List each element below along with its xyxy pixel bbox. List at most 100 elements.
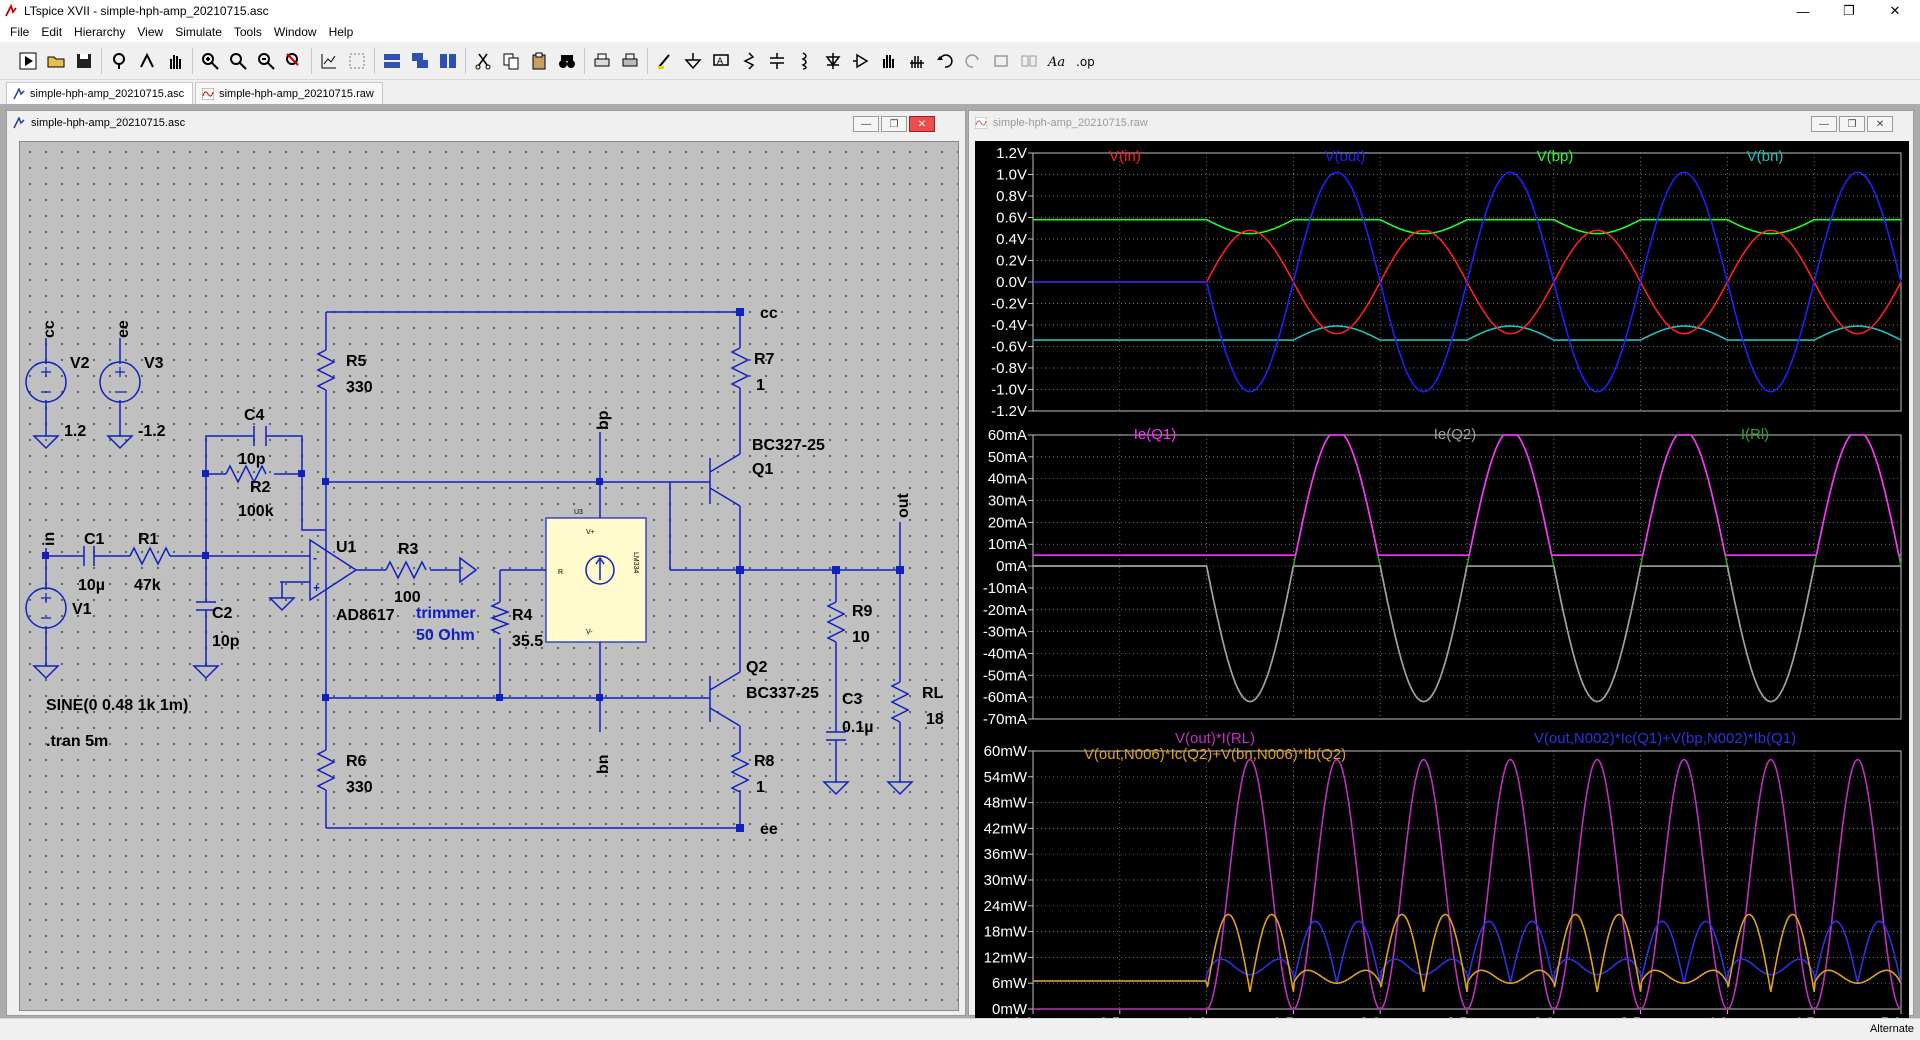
move-hand-icon[interactable] — [875, 47, 903, 75]
trace-label[interactable]: V(out,N006)*Ic(Q2)+V(bn,N006)*Ib(Q2) — [1084, 746, 1346, 763]
minimize-button[interactable]: — — [1796, 3, 1810, 19]
menu-edit[interactable]: Edit — [41, 25, 63, 39]
y-tick-label: 0.8V — [996, 188, 1027, 205]
zoom-cancel-icon[interactable] — [280, 47, 308, 75]
resistor-icon[interactable] — [735, 47, 763, 75]
schematic-window: simple-hph-amp_20210715.asc — ❐ ✕ — [6, 110, 966, 1016]
schematic-restore-button[interactable]: ❐ — [881, 116, 907, 132]
trace-ieq2 — [1033, 565, 1901, 703]
control-panel-icon[interactable] — [105, 47, 133, 75]
y-tick-label: -0.4V — [991, 317, 1027, 334]
label-r9: R9 — [852, 603, 873, 620]
menu-tools[interactable]: Tools — [233, 25, 262, 39]
schematic-close-button[interactable]: ✕ — [909, 116, 935, 132]
trace-label[interactable]: V(bp) — [1537, 148, 1574, 165]
text-icon[interactable]: Aa — [1043, 47, 1071, 75]
run-icon[interactable] — [14, 47, 42, 75]
toolbar-separator — [311, 47, 312, 74]
lm334-block[interactable] — [545, 517, 647, 643]
redo-icon[interactable] — [959, 47, 987, 75]
trace-label[interactable]: V(bn) — [1747, 148, 1784, 165]
tab-schematic[interactable]: simple-hph-amp_20210715.asc — [6, 82, 194, 104]
maximize-button[interactable]: ❐ — [1843, 3, 1855, 18]
tile-vertical-icon[interactable] — [434, 47, 462, 75]
menu-file[interactable]: File — [10, 25, 30, 39]
close-button[interactable]: ✕ — [1889, 3, 1901, 18]
open-folder-icon[interactable] — [42, 47, 70, 75]
waveform-icon — [202, 87, 215, 100]
toolbar-separator — [584, 47, 585, 74]
trace-label[interactable]: V(out) — [1325, 148, 1366, 165]
label-sine: SINE(0 0.48 1k 1m) — [46, 697, 188, 714]
draw-wire-icon[interactable] — [651, 47, 679, 75]
waveform-minimize-button[interactable]: — — [1811, 116, 1837, 132]
zoom-in-icon[interactable] — [196, 47, 224, 75]
ground-icon[interactable] — [679, 47, 707, 75]
label-q1: Q1 — [752, 461, 773, 478]
label-vminus: V- — [586, 629, 593, 636]
schematic-drawing: - + — [25, 305, 944, 838]
wires — [45, 311, 901, 829]
y-tick-label: 18mW — [984, 924, 1028, 941]
source-signs — [41, 367, 125, 619]
label-c1: C1 — [84, 531, 105, 548]
undo-icon[interactable] — [931, 47, 959, 75]
menu-view[interactable]: View — [137, 25, 164, 39]
pan-hand-icon[interactable] — [161, 47, 189, 75]
mark-unref-icon[interactable] — [343, 47, 371, 75]
autorange-icon[interactable] — [315, 47, 343, 75]
menu-help[interactable]: Help — [328, 25, 354, 39]
label-r3-value: 100 — [394, 589, 421, 606]
cascade-icon[interactable] — [406, 47, 434, 75]
label-q1-model: BC327-25 — [752, 437, 825, 454]
schematic-canvas[interactable]: - + — [19, 141, 959, 1011]
label-trimmer-ohm: 50 Ohm — [416, 627, 475, 644]
paste-icon[interactable] — [525, 47, 553, 75]
menu-window[interactable]: Window — [273, 25, 317, 39]
zoom-fit-icon[interactable] — [224, 47, 252, 75]
label-r7: R7 — [754, 351, 775, 368]
rotate-icon[interactable] — [987, 47, 1015, 75]
save-icon[interactable] — [70, 47, 98, 75]
component-icon[interactable] — [847, 47, 875, 75]
drag-hand-icon[interactable] — [903, 47, 931, 75]
mirror-icon[interactable] — [1015, 47, 1043, 75]
find-binoculars-icon[interactable] — [553, 47, 581, 75]
menu-simulate[interactable]: Simulate — [175, 25, 222, 39]
y-tick-label: -30mA — [983, 624, 1027, 641]
trace-label[interactable]: Ie(Q2) — [1434, 426, 1477, 443]
waveform-close-button[interactable]: ✕ — [1867, 116, 1893, 132]
menu-hierarchy[interactable]: Hierarchy — [74, 25, 126, 39]
trace-vout — [1033, 171, 1902, 393]
cut-icon[interactable] — [469, 47, 497, 75]
tab-waveform[interactable]: simple-hph-amp_20210715.raw — [195, 82, 383, 104]
tile-horizontal-icon[interactable] — [378, 47, 406, 75]
plot-pane-frame[interactable] — [1032, 434, 1902, 720]
print-icon[interactable] — [588, 47, 616, 75]
spice-directive-icon[interactable]: .op — [1071, 47, 1099, 75]
label-r3: R3 — [398, 541, 419, 558]
label-u1: U1 — [336, 539, 357, 556]
trace-label[interactable]: Ie(Q1) — [1134, 426, 1177, 443]
halt-icon[interactable] — [133, 47, 161, 75]
trace-label[interactable]: V(out)*I(RL) — [1175, 730, 1255, 747]
copy-icon[interactable] — [497, 47, 525, 75]
print-preview-icon[interactable] — [616, 47, 644, 75]
schematic-minimize-button[interactable]: — — [853, 116, 879, 132]
label-r5: R5 — [346, 353, 367, 370]
label-rpin: R — [558, 569, 563, 576]
trace-power-rl — [1033, 758, 1902, 1010]
waveform-restore-button[interactable]: ❐ — [1839, 116, 1865, 132]
zoom-out-icon[interactable] — [252, 47, 280, 75]
label-in: in — [41, 532, 58, 546]
capacitor-icon[interactable] — [763, 47, 791, 75]
trace-label[interactable]: V(in) — [1109, 148, 1141, 165]
inductor-icon[interactable] — [791, 47, 819, 75]
trace-label[interactable]: V(out,N002)*Ic(Q1)+V(bp,N002)*Ib(Q1) — [1534, 730, 1796, 747]
svg-text:-: - — [313, 551, 317, 565]
trace-label[interactable]: I(Rl) — [1741, 426, 1769, 443]
net-label-icon[interactable]: A — [707, 47, 735, 75]
diode-icon[interactable] — [819, 47, 847, 75]
document-tabs: simple-hph-amp_20210715.asc simple-hph-a… — [0, 82, 1920, 104]
